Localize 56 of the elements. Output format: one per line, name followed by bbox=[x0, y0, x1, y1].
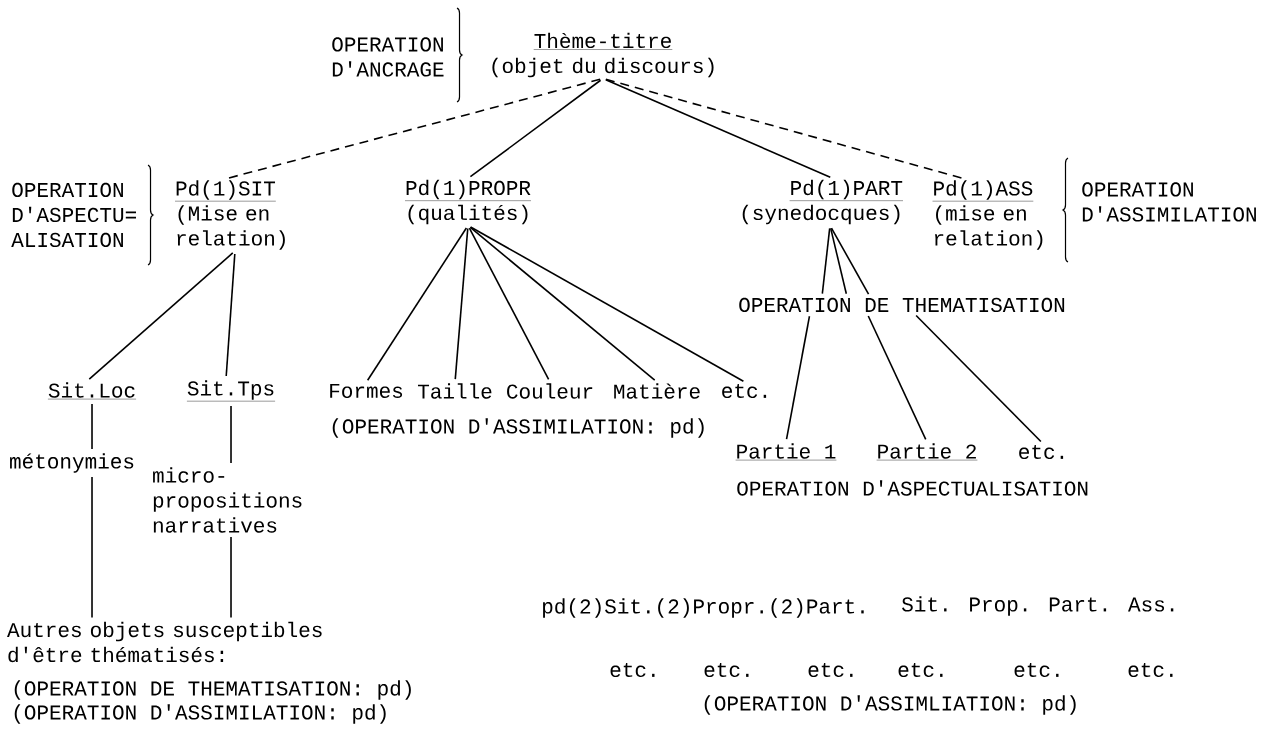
tree-line bbox=[829, 227, 848, 295]
annotation: Sit. Prop. Part. Ass. bbox=[902, 596, 1174, 616]
tree-node-text: OPERATION DE THEMATISATION bbox=[739, 297, 1065, 313]
tree-line bbox=[366, 227, 468, 382]
annotation: OPERATION D'ASPECTU= ALISATION bbox=[11, 182, 136, 248]
annotation: OPERATION D'ASSIMILATION bbox=[1082, 182, 1256, 222]
tree-node-text: micro- propositions narratives bbox=[153, 467, 302, 533]
annotation: etc. bbox=[1014, 662, 1059, 678]
tree-line bbox=[605, 78, 963, 179]
annotation: etc. bbox=[808, 662, 853, 678]
annotation: pd(2)Sit.(2)Propr.(2)Part. bbox=[543, 598, 864, 618]
annotation: (OPERATION D'ASSIMLIATION: pd) bbox=[704, 695, 1076, 715]
tree-node-text: Thème-titre (objet du discours) bbox=[492, 32, 714, 78]
tree-node-text: etc. bbox=[1019, 444, 1064, 460]
tree-line bbox=[230, 405, 232, 464]
tree-line bbox=[785, 315, 811, 440]
annotation: OPERATION D'ASPECTUALISATION bbox=[737, 480, 1088, 496]
annotation: etc. bbox=[1128, 662, 1173, 678]
tree-line bbox=[225, 253, 236, 377]
tree-line bbox=[830, 227, 870, 295]
tree-node-text: Sit.Loc bbox=[47, 382, 137, 400]
tree-line bbox=[915, 314, 1042, 443]
tree-node-text: etc. bbox=[722, 383, 767, 399]
tree-node-text: Pd(1)ASS (mise en relation) bbox=[932, 180, 1043, 250]
tree-node-text: Pd(1)PART (synedocques) bbox=[742, 179, 904, 225]
tree-line bbox=[867, 315, 927, 441]
tree-node-text: Taille bbox=[418, 383, 492, 399]
annotation: etc. bbox=[898, 662, 943, 678]
tree-node-text: Partie 2 bbox=[876, 443, 978, 461]
tree-node-text: Pd(1)SIT (Mise en relation) bbox=[174, 180, 285, 250]
tree-line bbox=[468, 227, 550, 381]
annotation: OPERATION D'ANCRAGE bbox=[332, 37, 444, 77]
tree-line bbox=[469, 226, 656, 381]
tree-line bbox=[230, 536, 232, 619]
tree-line bbox=[469, 226, 745, 382]
tree-line bbox=[227, 78, 601, 180]
tree-line bbox=[91, 403, 93, 450]
annotation: etc. bbox=[610, 662, 655, 678]
tree-line bbox=[821, 227, 831, 295]
tree-node-text: Matière bbox=[614, 383, 700, 399]
tree-node-text: métonymies bbox=[10, 453, 134, 473]
tree-node-text: Sit.Tps bbox=[186, 380, 276, 402]
tree-node-text: Autres objets susceptibles d'être thématisés: bbox=[7, 621, 322, 663]
annotation: (OPERATION D'ASSIMILATION: pd) bbox=[332, 418, 704, 438]
annotation: etc. bbox=[704, 662, 749, 678]
tree-node-text: Couleur bbox=[507, 383, 593, 399]
annotation: (OPERATION DE THEMATISATION: pd) bbox=[14, 680, 411, 700]
tree-line bbox=[469, 79, 602, 178]
tree-line bbox=[91, 476, 93, 619]
tree-line bbox=[88, 252, 234, 380]
tree-node-text: Partie 1 bbox=[735, 443, 837, 461]
annotation: (OPERATION D'ASSIMILATION: pd) bbox=[14, 704, 386, 724]
tree-line bbox=[454, 227, 469, 380]
tree-line bbox=[604, 78, 832, 179]
tree-node-text: Pd(1)PROPR (qualités) bbox=[404, 179, 532, 225]
tree-node-text: Formes bbox=[330, 383, 403, 398]
